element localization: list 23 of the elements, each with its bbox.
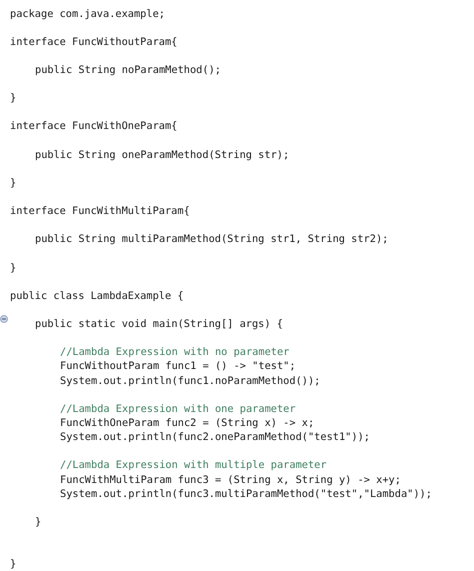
- code-line: }: [10, 177, 16, 190]
- code-line: FuncWithMultiParam func3 = (String x, String y) -> x+y;: [60, 474, 401, 487]
- code-line: }: [10, 558, 16, 571]
- code-line: }: [35, 516, 42, 529]
- code-line: interface FuncWithOneParam{: [10, 120, 178, 133]
- code-line: package com.java.example;: [10, 8, 165, 21]
- code-line: interface FuncWithMultiParam{: [10, 205, 190, 218]
- code-line: System.out.println(func1.noParamMethod());: [60, 375, 320, 388]
- code-line: public String noParamMethod();: [35, 64, 221, 77]
- code-line: }: [10, 262, 16, 275]
- code-line: }: [10, 92, 16, 105]
- code-line: interface FuncWithoutParam{: [10, 36, 178, 49]
- code-line: System.out.println(func2.oneParamMethod("test1"));: [60, 431, 370, 444]
- code-line: FuncWithOneParam func2 = (String x) -> x;: [60, 417, 314, 430]
- code-line: System.out.println(func3.multiParamMethod("test","Lambda"));: [60, 488, 432, 501]
- code-line: public class LambdaExample {: [10, 290, 184, 303]
- code-comment: //Lambda Expression with one parameter: [60, 403, 296, 416]
- code-line: FuncWithoutParam func1 = () -> "test";: [60, 360, 296, 373]
- code-comment: //Lambda Expression with no parameter: [60, 346, 290, 359]
- code-line: public static void main(String[] args) {: [35, 318, 283, 331]
- code-line: public String multiParamMethod(String str1, String str2);: [35, 233, 388, 246]
- code-line: public String oneParamMethod(String str);: [35, 149, 290, 162]
- code-comment: //Lambda Expression with multiple parameter: [60, 459, 327, 472]
